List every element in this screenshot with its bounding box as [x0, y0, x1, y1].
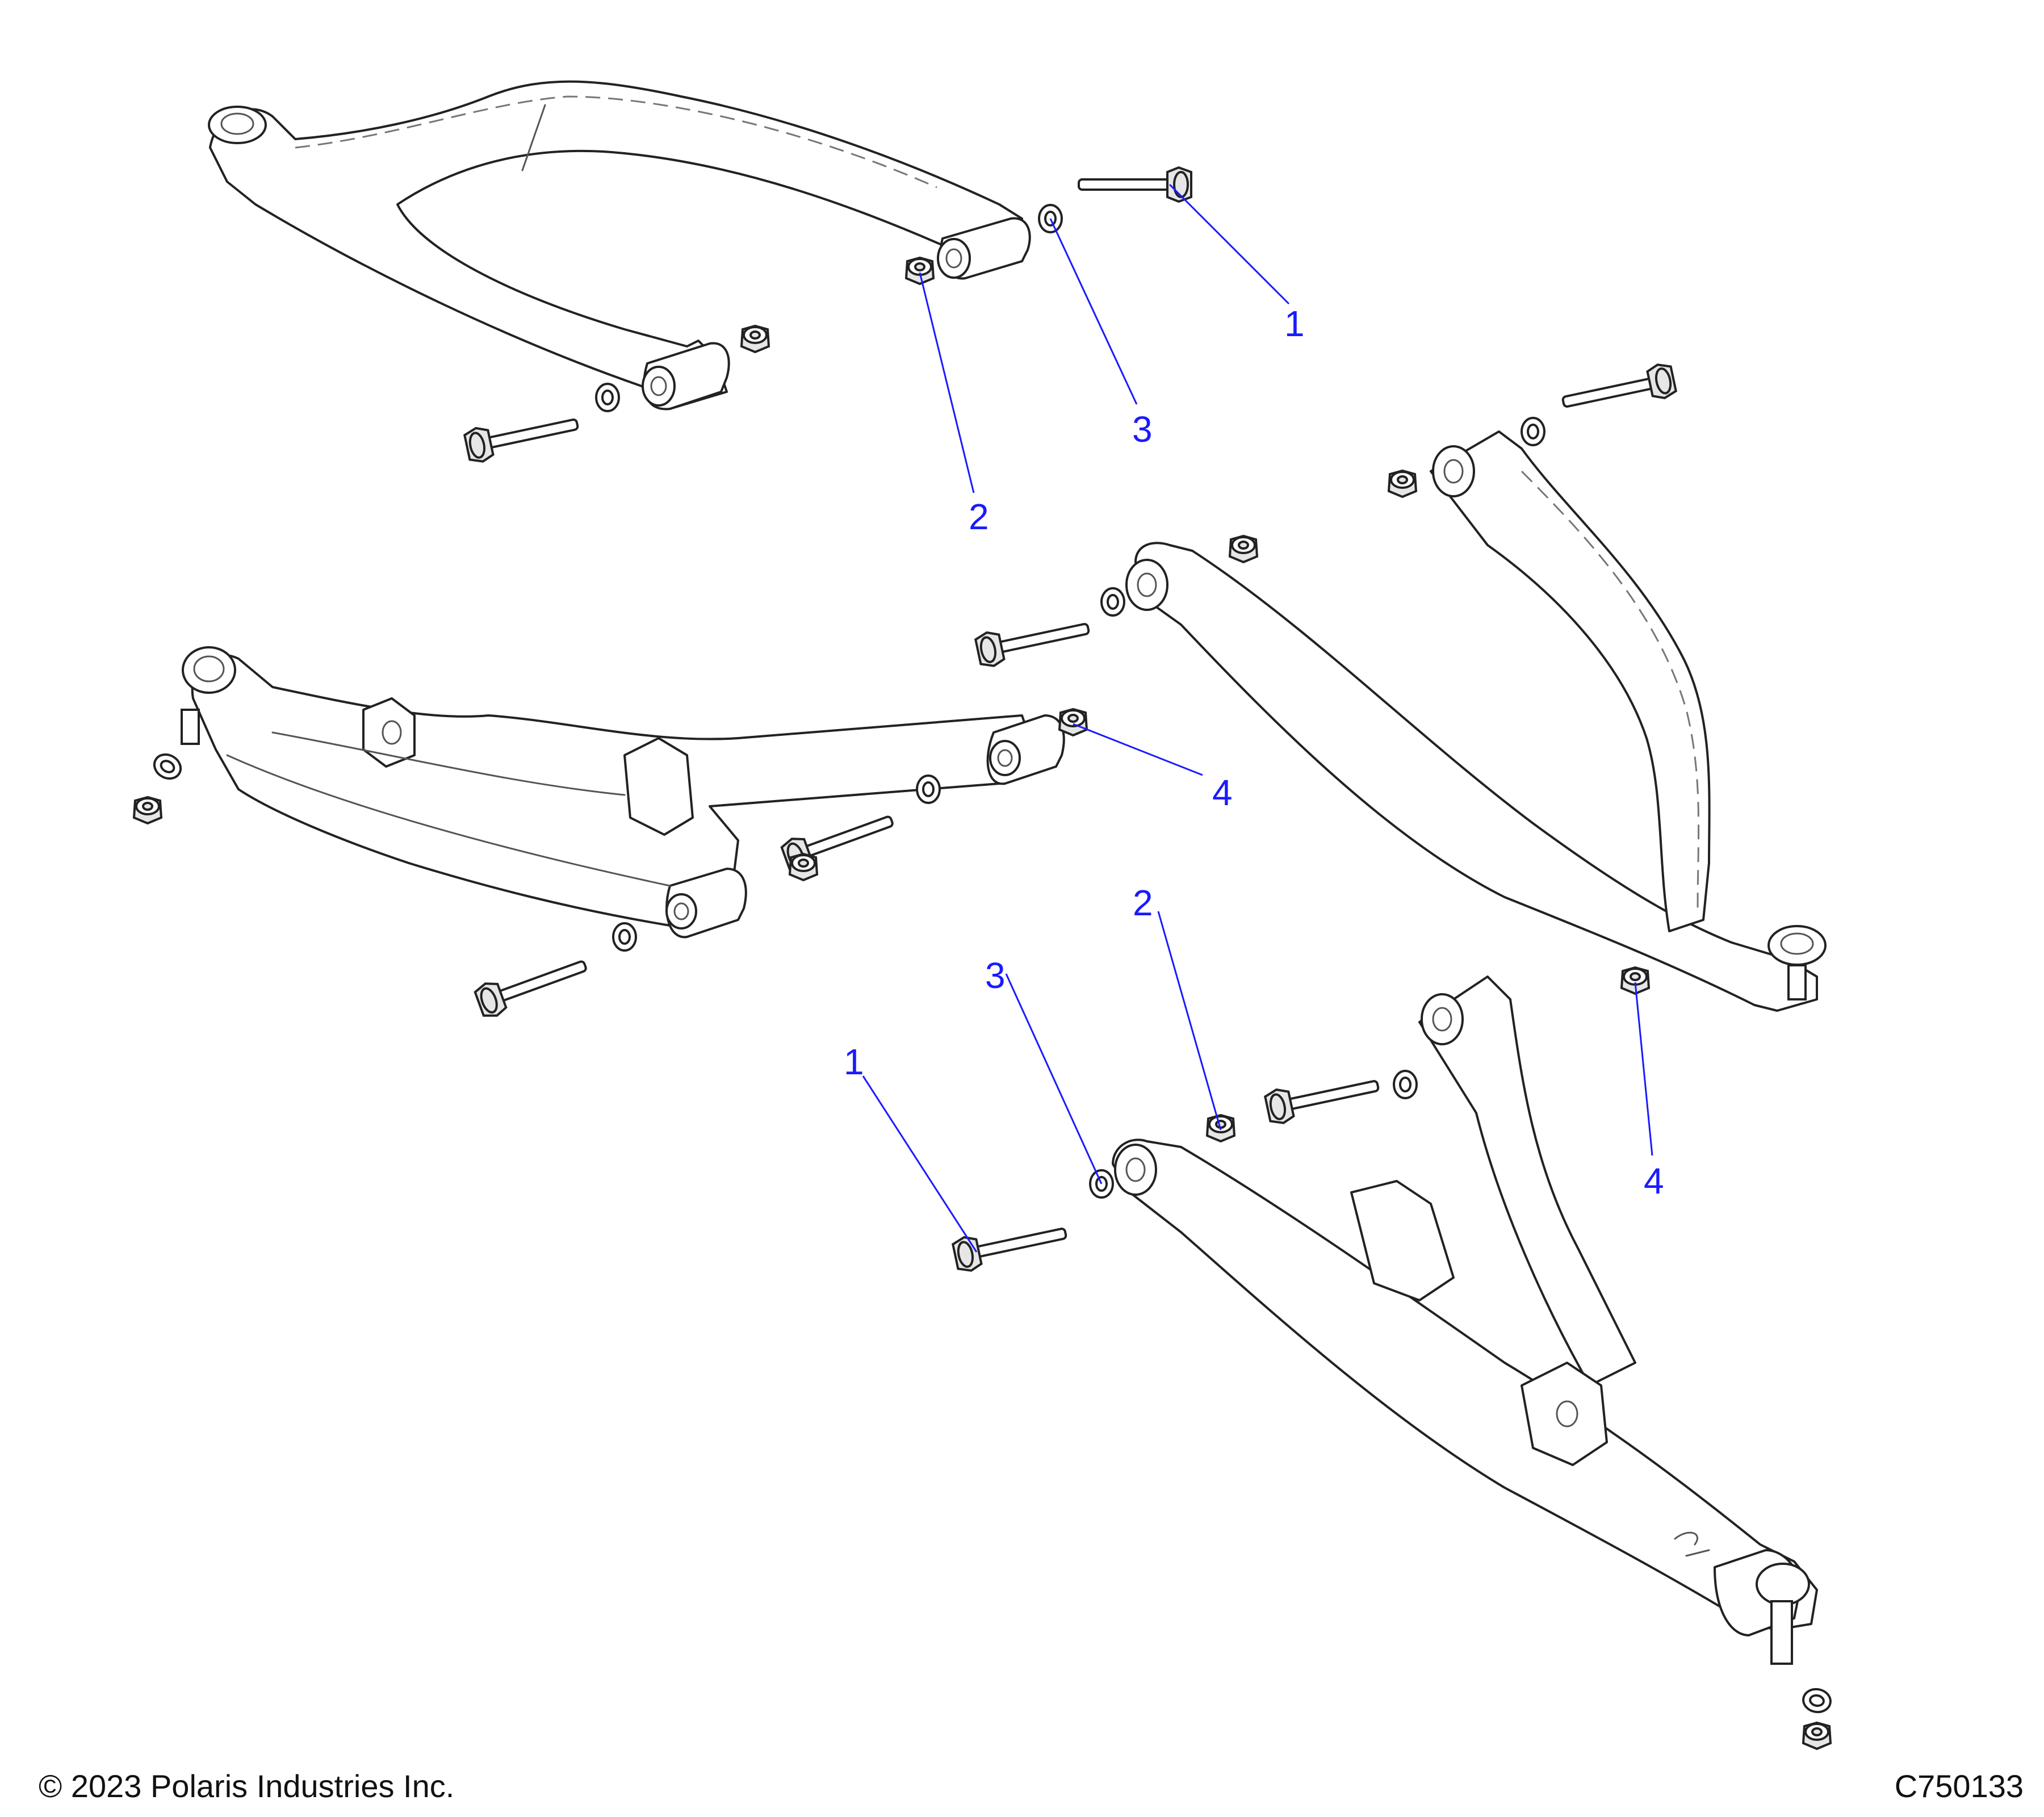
bolt-icon: [950, 1215, 1070, 1275]
callout-4: 4: [1212, 772, 1233, 813]
callout-3: 3: [1132, 409, 1153, 450]
washer-icon: [1393, 1070, 1418, 1099]
bolt-icon: [1078, 166, 1192, 203]
nut-icon: [133, 796, 162, 824]
figure-id: C750133: [1894, 1768, 2024, 1804]
nut-icon: [1388, 470, 1417, 498]
leader-line: [1168, 183, 1290, 305]
leader-line: [1634, 982, 1653, 1156]
leader-line: [862, 1075, 978, 1253]
leader-line: [1049, 218, 1138, 405]
callout-leaders: [862, 183, 1653, 1253]
callout-labels: 1 2 3 4 1 2 3 4: [844, 303, 1664, 1201]
bolt-icon: [973, 610, 1093, 670]
callout-1: 1: [844, 1041, 864, 1082]
washer-icon: [1100, 587, 1125, 617]
bolt-icon: [472, 948, 592, 1021]
upper-right-control-arm: [1125, 430, 1827, 1012]
lower-right-control-arm: [1112, 976, 1818, 1665]
callout-3: 3: [985, 955, 1006, 996]
leader-line: [1157, 911, 1222, 1131]
nut-icon: [740, 325, 770, 353]
bolt-icon: [1559, 361, 1678, 420]
nut-icon: [905, 257, 935, 285]
washer-icon: [595, 383, 620, 412]
washer-icon: [916, 774, 941, 804]
bolt-icon: [462, 406, 582, 466]
nut-icon: [1058, 708, 1088, 736]
lower-left-control-arm: [181, 646, 1065, 939]
nut-icon: [1802, 1722, 1832, 1750]
upper-left-control-arm: [208, 80, 1031, 411]
washer-icon: [149, 748, 186, 785]
leader-line: [1005, 973, 1103, 1184]
washer-icon: [612, 922, 637, 952]
washer-icon: [1800, 1686, 1834, 1715]
callout-2: 2: [969, 496, 989, 537]
leader-line: [919, 272, 975, 493]
copyright-text: © 2023 Polaris Industries Inc.: [39, 1768, 455, 1804]
callout-4: 4: [1644, 1161, 1664, 1201]
nut-icon: [1229, 535, 1258, 563]
callout-1: 1: [1284, 303, 1305, 344]
washer-icon: [1521, 417, 1545, 446]
leader-line: [1073, 723, 1203, 776]
callout-2: 2: [1133, 882, 1153, 923]
nut-icon: [789, 853, 818, 881]
bolt-icon: [1263, 1067, 1383, 1127]
